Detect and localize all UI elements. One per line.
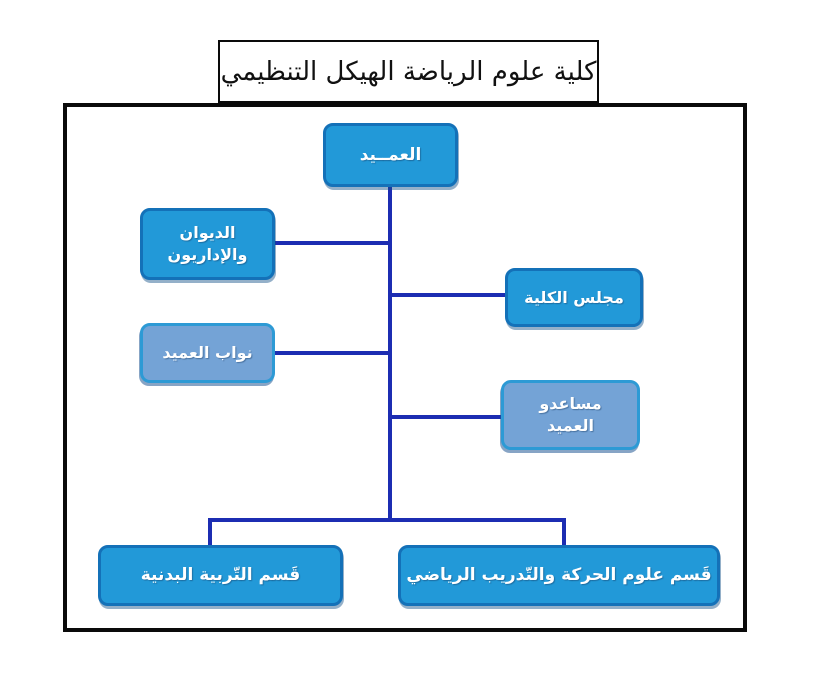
connector-diwan-branch xyxy=(275,241,390,245)
node-college-council: مجلس الكلية xyxy=(505,268,643,327)
node-college-council-label: مجلس الكلية xyxy=(524,287,624,307)
node-diwan-admins: الديوان والإداريون xyxy=(140,208,275,280)
node-physical-education-dept-label: قَسم التّربية البدنية xyxy=(140,565,301,586)
page-title-text: كلية علوم الرياضة الهيكل التنظيمي xyxy=(220,56,597,87)
node-movement-training-dept-label: قَسم علوم الحركة والتّدريب الرياضي xyxy=(406,565,712,586)
connector-movement-dept-drop xyxy=(562,518,566,547)
connector-departments-rail xyxy=(208,518,566,522)
node-diwan-admins-label: الديوان والإداريون xyxy=(167,223,248,264)
node-dean-assistants-label: مساعدو العميد xyxy=(539,394,602,435)
node-movement-training-dept: قَسم علوم الحركة والتّدريب الرياضي xyxy=(398,545,720,606)
connector-council-branch xyxy=(392,293,505,297)
node-dean-label: العمــيد xyxy=(359,144,422,165)
connector-dean-trunk xyxy=(388,187,392,520)
node-physical-education-dept: قَسم التّربية البدنية xyxy=(98,545,343,606)
page-title: كلية علوم الرياضة الهيكل التنظيمي xyxy=(218,40,599,103)
node-dean: العمــيد xyxy=(323,123,458,187)
node-deputy-deans-label: نواب العميد xyxy=(162,343,253,363)
connector-pe-dept-drop xyxy=(208,518,212,547)
connector-assistants-branch xyxy=(392,415,501,419)
node-dean-assistants: مساعدو العميد xyxy=(501,380,640,450)
connector-deputies-branch xyxy=(275,351,390,355)
node-deputy-deans: نواب العميد xyxy=(140,323,275,383)
org-chart-frame xyxy=(63,103,747,632)
